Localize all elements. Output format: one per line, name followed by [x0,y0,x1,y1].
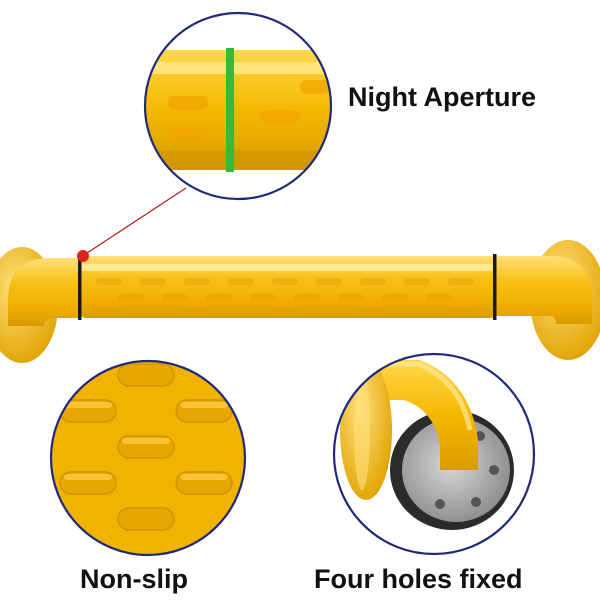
four-holes-fixed-label: Four holes fixed [314,564,523,594]
zoom-circle-four-holes [332,352,536,556]
mounting-screw [435,499,445,509]
right-band [493,254,497,320]
night-aperture-band [226,48,234,172]
pointer-dot [77,250,89,262]
left-elbow [8,258,80,326]
right-elbow [495,256,592,324]
bar-tube [78,256,498,318]
grab-bar [0,240,600,363]
zoom-circle-night-aperture [143,11,333,201]
mounting-screw [471,497,481,507]
left-band [78,254,82,320]
night-aperture-label: Night Aperture [348,82,536,112]
zoom-circle-non-slip [49,359,247,557]
mounting-screw [489,465,499,475]
non-slip-label: Non-slip [80,564,188,594]
grip-texture [96,278,474,313]
pointer-line [83,187,187,256]
